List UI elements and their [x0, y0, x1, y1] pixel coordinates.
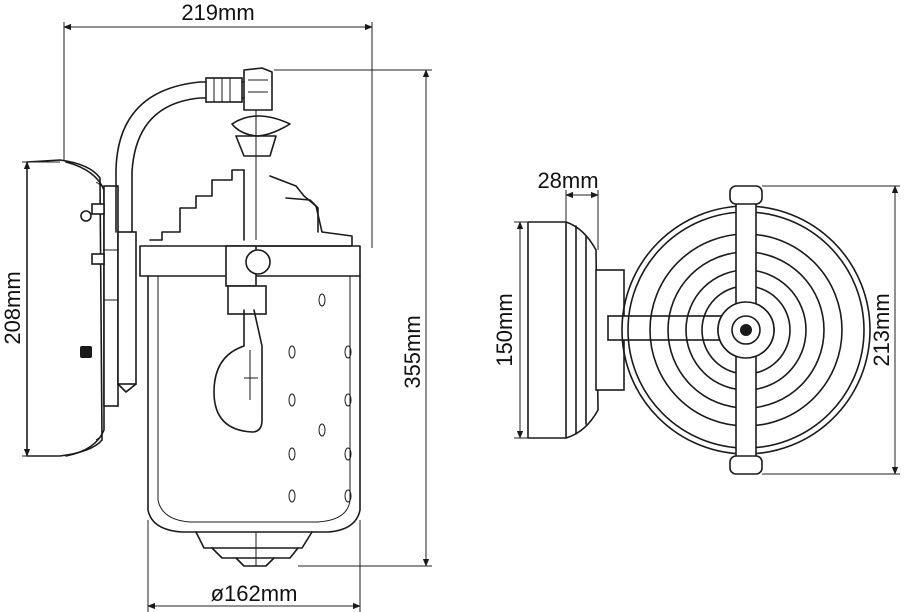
width-top-label: 219mm [181, 0, 254, 25]
bottom-cap [195, 531, 313, 567]
backplate-height-label: 208mm [0, 271, 25, 344]
finial [231, 67, 291, 240]
dimension-side-plate-height: 150mm [492, 221, 530, 439]
dimension-diameter: ø162mm [147, 520, 361, 612]
dimension-total-height: 355mm [274, 69, 432, 567]
dimension-top-view-height: 213mm [762, 185, 900, 475]
dimension-depth: 28mm [537, 168, 599, 250]
curved-arm [115, 77, 245, 393]
depth-label: 28mm [537, 168, 598, 193]
diameter-label: ø162mm [211, 581, 298, 606]
stepped-roof [149, 169, 353, 247]
side-elevation-view: 219mm 208mm 355mm ø162mm [0, 0, 432, 612]
dimension-width-top: 219mm [63, 0, 373, 248]
total-height-label: 355mm [400, 315, 425, 388]
vertical-strap [717, 185, 775, 475]
top-view-height-label: 213mm [869, 293, 894, 366]
wall-backplate [26, 159, 119, 457]
dimension-backplate-height: 208mm [0, 161, 60, 457]
front-view: 28mm 150mm 213mm [492, 168, 900, 475]
side-plate-height-label: 150mm [492, 293, 517, 366]
glass-body [139, 245, 361, 533]
